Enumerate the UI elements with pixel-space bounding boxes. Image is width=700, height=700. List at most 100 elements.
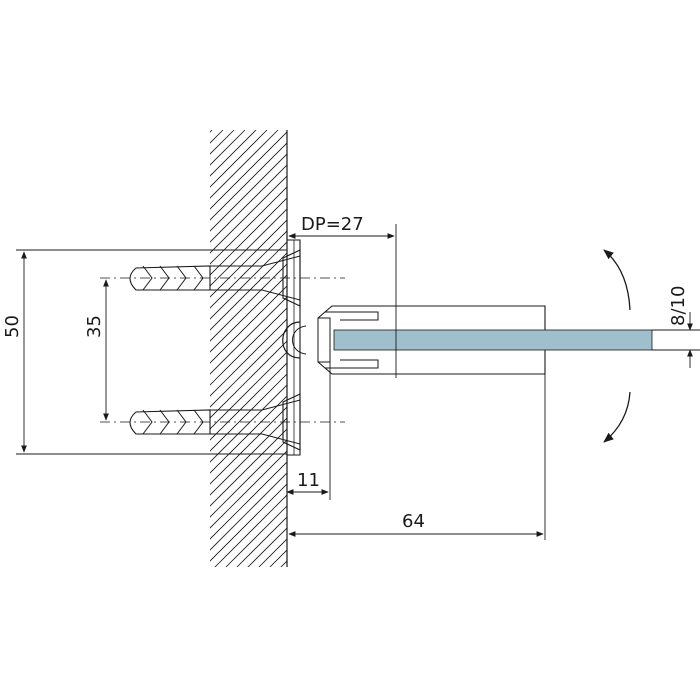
hatch-line (534, 130, 700, 600)
hatch-line (210, 130, 287, 567)
dim-screw-spacing: 35 (84, 279, 109, 421)
hatch-line (210, 130, 287, 567)
hatch-line (468, 130, 700, 600)
hatch-line (292, 130, 700, 600)
hatch-line (0, 130, 146, 600)
wall-plate (287, 239, 301, 456)
hatch-line (0, 130, 58, 600)
hatch-line (655, 130, 700, 600)
hatch-line (644, 130, 700, 600)
hatch-line (457, 130, 700, 600)
hatch-line (0, 130, 3, 600)
hatch-line (435, 130, 700, 600)
hatch-line (210, 130, 287, 567)
wall-hatch (0, 130, 700, 600)
hatch-line (280, 130, 287, 567)
hatch-line (210, 130, 287, 567)
hatch-line (0, 130, 91, 600)
hatch-line (0, 130, 80, 600)
hatch-line (0, 130, 190, 600)
hatch-line (210, 130, 287, 567)
dim-screw-spacing-label: 35 (84, 315, 105, 338)
hatch-line (501, 130, 700, 600)
hatch-line (210, 130, 287, 567)
hatch-line (210, 130, 287, 567)
hatch-line (210, 130, 287, 567)
hatch-line (0, 130, 201, 600)
hatch-line (0, 130, 14, 600)
hatch-line (0, 130, 135, 600)
wall-section (0, 130, 700, 600)
hatch-line (446, 130, 700, 600)
dim-depth: DP=27 (288, 214, 397, 378)
dim-plate-thickness-label: 11 (297, 470, 320, 491)
hatch-line (210, 130, 287, 567)
anchor-top (100, 249, 345, 307)
hatch-line (210, 130, 257, 567)
dim-plate-thickness: 11 (286, 362, 331, 500)
dim-depth-label: DP=27 (301, 214, 364, 235)
hatch-line (424, 130, 700, 600)
hatch-line (210, 130, 287, 567)
hatch-line (258, 130, 287, 567)
hatch-line (490, 130, 700, 600)
hatch-line (567, 130, 700, 600)
dim-glass-thickness-label: 8/10 (668, 286, 689, 326)
hatch-line (210, 130, 287, 567)
hatch-line (0, 130, 25, 600)
dim-glass-thickness: 8/10 (652, 286, 700, 368)
hatch-line (210, 130, 287, 567)
hatch-line (210, 130, 287, 567)
hatch-line (210, 130, 279, 567)
hatch-line (210, 130, 287, 567)
hatch-line (210, 130, 224, 567)
hatch-line (247, 130, 287, 567)
anchor-bottom (100, 393, 345, 451)
hatch-line (210, 130, 287, 567)
hatch-line (210, 130, 287, 567)
hatch-line (210, 130, 287, 567)
hatch-line (225, 130, 287, 567)
hatch-line (210, 130, 287, 567)
hatch-line (210, 130, 287, 567)
hatch-line (589, 130, 700, 600)
hatch-line (336, 130, 700, 600)
hatch-line (380, 130, 700, 600)
hatch-line (210, 130, 287, 567)
rotate-arrow-up-icon (603, 249, 631, 311)
hatch-line (545, 130, 700, 600)
hatch-line (402, 130, 700, 600)
hatch-line (210, 130, 235, 567)
hatch-line (0, 130, 102, 600)
hatch-line (600, 130, 700, 600)
glass-panel (333, 329, 653, 351)
hatch-line (0, 130, 179, 600)
hatch-line (303, 130, 700, 600)
hatch-line (210, 130, 268, 567)
hatch-line (0, 130, 113, 600)
hatch-line (210, 130, 287, 567)
hatch-line (210, 130, 287, 567)
dim-overall-height-label: 50 (2, 315, 23, 338)
hatch-line (210, 130, 287, 567)
hatch-line (512, 130, 700, 600)
hatch-line (0, 130, 168, 600)
hatch-line (236, 130, 287, 567)
hatch-line (210, 130, 287, 567)
hatch-line (269, 130, 287, 567)
hatch-line (210, 130, 287, 567)
hatch-line (325, 130, 700, 600)
dim-total-length-label: 64 (402, 511, 425, 532)
hatch-line (0, 130, 36, 600)
hatch-line (210, 130, 246, 567)
hatch-line (556, 130, 700, 600)
hatch-line (611, 130, 700, 600)
hatch-line (314, 130, 700, 600)
hatch-line (210, 130, 287, 567)
hatch-line (210, 130, 287, 567)
hatch-line (210, 130, 287, 567)
hatch-line (210, 130, 287, 567)
clamp-body (282, 305, 546, 375)
